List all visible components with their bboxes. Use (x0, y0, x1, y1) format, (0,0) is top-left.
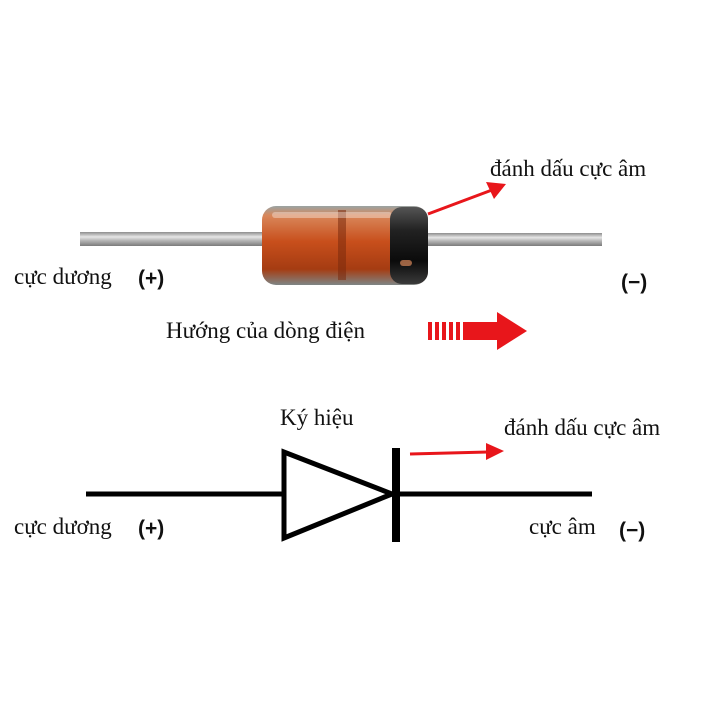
symbol-title: Ký hiệu (280, 405, 354, 430)
symbol-triangle (281, 448, 399, 542)
symbol-cathode-mark-label: đánh dấu cực âm (504, 415, 661, 440)
diode-lead-left (80, 232, 270, 246)
symbol-anode-sign: (+) (138, 517, 165, 540)
symbol-anode-label: cực dương (14, 514, 112, 539)
cathode-band (390, 207, 428, 284)
cathode-mark-arrow-line (427, 188, 493, 216)
diode-body-stripe (338, 210, 346, 280)
symbol-cathode-mark-arrow-head (486, 443, 504, 460)
current-direction-label: Hướng của dòng điện (166, 318, 366, 343)
anode-label: cực dương (14, 264, 112, 289)
cathode-band-reflection (400, 260, 412, 266)
symbol-cathode-sign: (−) (619, 519, 646, 542)
cathode-mark-label: đánh dấu cực âm (490, 156, 647, 181)
symbol-cathode-mark-arrow-line (409, 450, 489, 456)
diode-body-highlight (272, 212, 392, 218)
symbol-cathode-label: cực âm (529, 514, 596, 539)
anode-sign: (+) (138, 267, 165, 290)
diode-lead-right (418, 233, 602, 246)
current-direction-arrow (428, 312, 527, 350)
cathode-mark-arrow-head (486, 182, 506, 199)
cathode-sign: (−) (621, 271, 648, 294)
